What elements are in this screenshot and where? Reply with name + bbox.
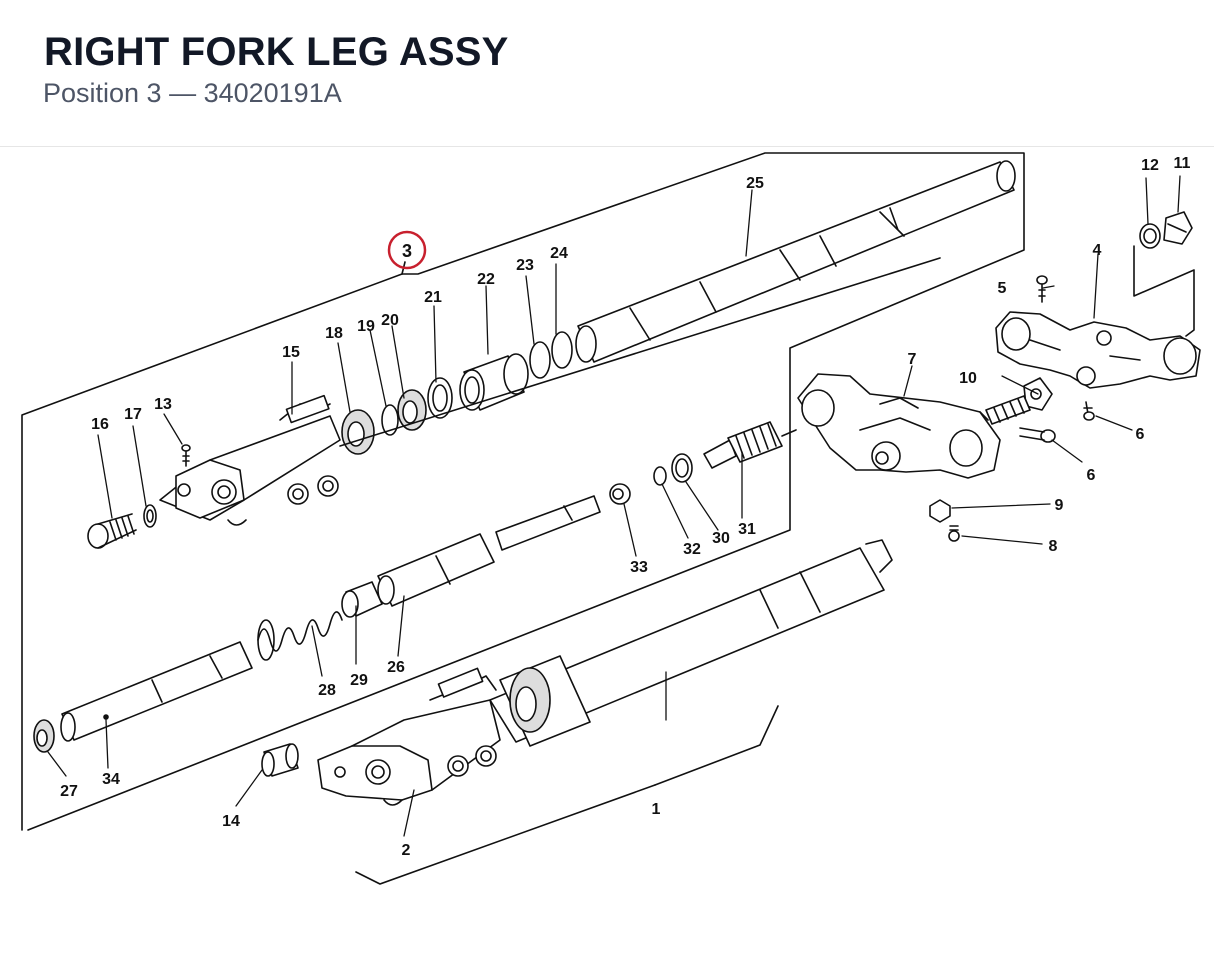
part-31-cap-bolt <box>703 421 797 469</box>
part-30-o-ring <box>671 453 693 483</box>
page-title: RIGHT FORK LEG ASSY <box>44 30 509 74</box>
callout-1[interactable]: 1 <box>652 801 661 818</box>
part-2-axle-clamp <box>317 699 501 806</box>
callout-31[interactable]: 31 <box>738 521 756 538</box>
callout-8[interactable]: 8 <box>1049 538 1058 555</box>
part-8-screw <box>948 525 960 542</box>
callout-33[interactable]: 33 <box>630 559 648 576</box>
page-subtitle: Position 3 — 34020191A <box>43 78 342 108</box>
part-6-bolt <box>1019 401 1095 443</box>
part-20-oil-seal <box>397 389 427 431</box>
callout-6b[interactable]: 6 <box>1087 467 1096 484</box>
callout-24[interactable]: 24 <box>550 245 568 262</box>
part-28-spring <box>257 611 343 661</box>
part-12-washer <box>1139 223 1161 249</box>
callout-6a[interactable]: 6 <box>1136 426 1145 443</box>
callout-21[interactable]: 21 <box>424 289 442 306</box>
part-26-spacer <box>377 495 601 607</box>
part-15-damper-housing <box>159 394 341 526</box>
callout-17[interactable]: 17 <box>124 406 142 423</box>
callout-14[interactable]: 14 <box>222 813 240 830</box>
part-25-inner-tube <box>575 160 1016 363</box>
damper-rod-axis <box>339 257 941 447</box>
assembly-1-bracket <box>355 705 779 885</box>
callout-3[interactable]: 3 <box>402 241 412 261</box>
callout-20[interactable]: 20 <box>381 312 399 329</box>
callout-32[interactable]: 32 <box>683 541 701 558</box>
callout-29[interactable]: 29 <box>350 672 368 689</box>
part-23-bushing-ring <box>529 341 551 379</box>
part-19-circlip <box>381 404 399 436</box>
callout-16[interactable]: 16 <box>91 416 109 433</box>
part-33-nut <box>609 483 631 505</box>
exploded-parts-diagram: 3 1 2 4 5 6 6 7 8 9 10 11 12 13 14 15 16… <box>0 147 1214 953</box>
part-18-dust-seal <box>341 409 375 455</box>
callout-9[interactable]: 9 <box>1055 497 1064 514</box>
part-1-outer-slider <box>429 539 893 747</box>
callout-11[interactable]: 11 <box>1174 155 1191 172</box>
part-4-top-clamp <box>995 311 1201 389</box>
callout-23[interactable]: 23 <box>516 257 534 274</box>
callout-4[interactable]: 4 <box>1093 242 1102 259</box>
top-clamp-bracket <box>1133 245 1195 337</box>
callout-18[interactable]: 18 <box>325 325 343 342</box>
callout-19[interactable]: 19 <box>357 318 375 335</box>
part-29-spring-seat <box>341 581 383 618</box>
callout-labels: 3 1 2 4 5 6 6 7 8 9 10 11 12 13 14 15 16… <box>60 155 1190 859</box>
part-14-spacer <box>261 743 299 777</box>
callout-13[interactable]: 13 <box>154 396 172 413</box>
callout-7[interactable]: 7 <box>908 351 917 368</box>
callout-27[interactable]: 27 <box>60 783 78 800</box>
leader-lines <box>47 175 1181 837</box>
part-17-washer <box>143 504 157 528</box>
highlight-circle[interactable] <box>387 230 427 270</box>
callout-34[interactable]: 34 <box>102 771 120 788</box>
part-9-nut <box>929 499 951 523</box>
callout-30[interactable]: 30 <box>712 530 730 547</box>
callout-12[interactable]: 12 <box>1141 157 1159 174</box>
callout-2[interactable]: 2 <box>402 842 411 859</box>
part-13-screw <box>181 444 191 467</box>
part-5-screw <box>1036 275 1048 303</box>
callout-25[interactable]: 25 <box>746 175 764 192</box>
part-21-washer <box>427 377 453 419</box>
part-22-bushing <box>459 353 529 411</box>
part-24-spring-washer <box>551 331 573 369</box>
callout-15[interactable]: 15 <box>282 344 300 361</box>
part-32-washer <box>653 466 667 486</box>
part-stem-bolt <box>985 395 1031 425</box>
callout-10[interactable]: 10 <box>959 370 977 387</box>
part-34-rod <box>60 641 253 742</box>
page-header: RIGHT FORK LEG ASSY Position 3 — 3402019… <box>0 0 1214 147</box>
part-16-bolt <box>87 513 137 549</box>
part-7-bottom-clamp <box>797 373 1001 479</box>
callout-26[interactable]: 26 <box>387 659 405 676</box>
part-11-cap <box>1163 211 1193 245</box>
callout-22[interactable]: 22 <box>477 271 495 288</box>
callout-5[interactable]: 5 <box>998 280 1007 297</box>
callout-28[interactable]: 28 <box>318 682 336 699</box>
part-27-cap <box>33 719 55 753</box>
